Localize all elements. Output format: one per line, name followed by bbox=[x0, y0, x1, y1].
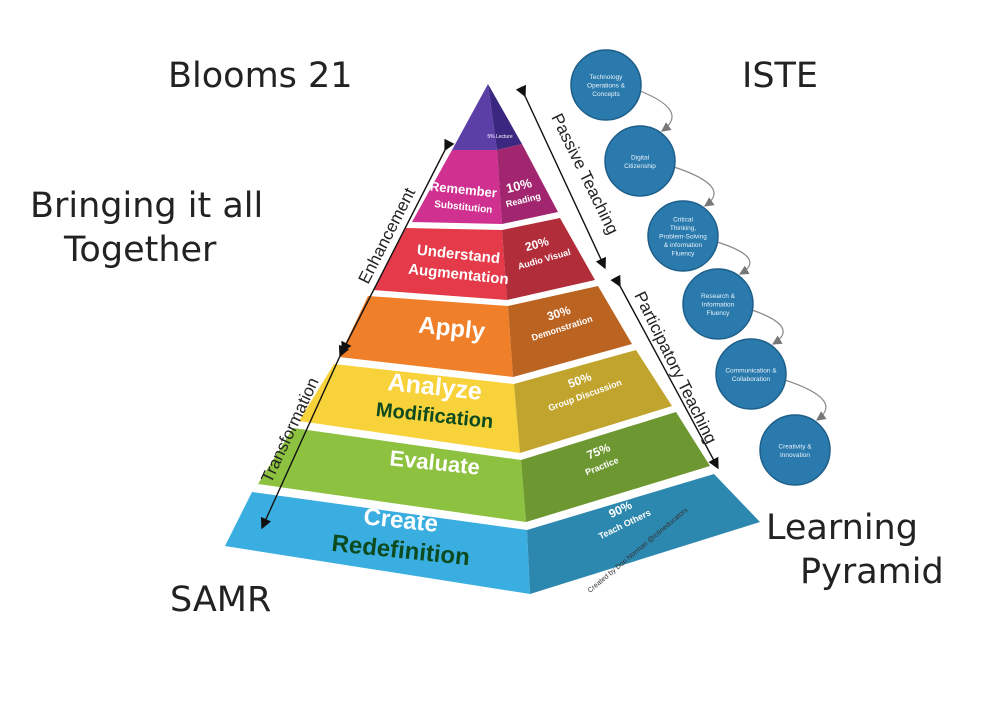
subtitle-line2: Together bbox=[64, 230, 217, 270]
apex-right-face bbox=[488, 84, 522, 150]
subtitle-line1: Bringing it all bbox=[30, 186, 264, 226]
blooms-label: Blooms 21 bbox=[168, 56, 353, 96]
iste-connector-arrow bbox=[716, 241, 751, 275]
pyramid-apex: 5% Lecture bbox=[452, 84, 522, 150]
level-front-face bbox=[299, 364, 520, 453]
iste-circle-shape bbox=[715, 338, 787, 410]
pyramid-label: Pyramid bbox=[800, 552, 944, 592]
iste-connector-arrow bbox=[673, 166, 715, 207]
iste-connector-arrow bbox=[639, 90, 673, 132]
iste-connector-arrow bbox=[751, 309, 784, 345]
iste-circle-shape bbox=[604, 125, 676, 197]
iste-circle-label: Communication &Collaboration bbox=[725, 367, 777, 383]
iste-circle-shape bbox=[647, 200, 719, 272]
iste-connector-arrow bbox=[784, 379, 827, 421]
level-side-face bbox=[527, 474, 760, 594]
learning-label: Learning bbox=[766, 508, 918, 548]
apex-left-face bbox=[452, 84, 497, 150]
iste-circle: Creativity &Innovation bbox=[759, 414, 831, 486]
apex-text: 5% Lecture bbox=[487, 134, 513, 140]
iste-circle-shape bbox=[570, 49, 642, 121]
iste-circle-label: Creativity &Innovation bbox=[778, 443, 812, 459]
iste-circle: Communication &Collaboration bbox=[715, 338, 787, 410]
iste-circle-shape bbox=[759, 414, 831, 486]
level-side-face bbox=[508, 286, 632, 377]
iste-label: ISTE bbox=[742, 56, 819, 96]
samr-label: SAMR bbox=[170, 580, 272, 620]
iste-circle-shape bbox=[682, 268, 754, 340]
